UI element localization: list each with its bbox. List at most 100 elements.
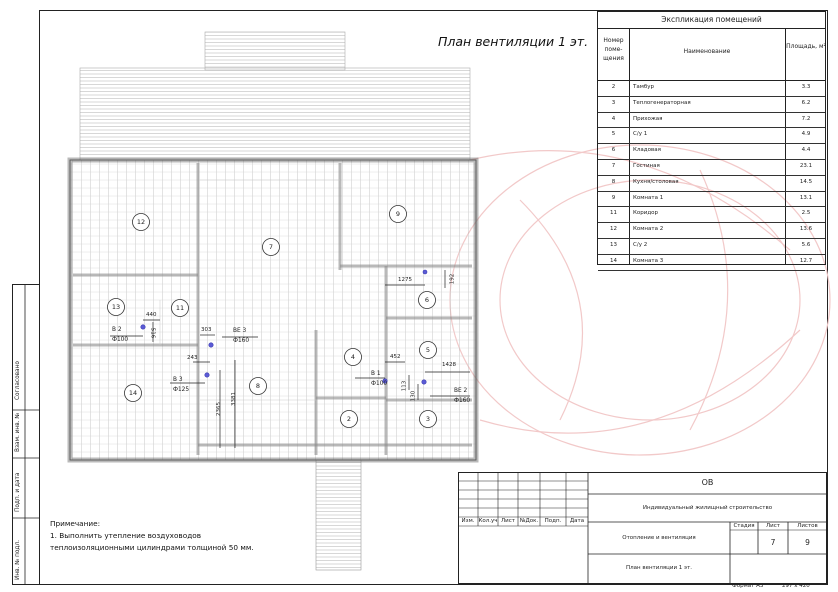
sheet-name: План вентиляции 1 эт. — [625, 565, 693, 571]
duct-label: В 2 — [112, 327, 122, 333]
explication-cell-name: Кладовая — [633, 147, 661, 154]
explication-cell-area: 13.1 — [799, 194, 813, 201]
sheet-label: Лист — [766, 523, 780, 529]
dimension-label: 440 — [146, 312, 157, 318]
dimension-label: 516 — [149, 327, 156, 339]
room-marker-label: 8 — [256, 382, 260, 390]
explication-cell-name: Кухня/столовая — [633, 178, 679, 185]
header-area: Площадь, м² — [786, 43, 826, 50]
room-marker-circle — [418, 291, 436, 309]
explication-cell-num: 3 — [611, 99, 616, 106]
notes-heading: Примечание: — [50, 519, 101, 528]
room-marker-circle — [249, 377, 267, 395]
duct-diameter: Ф125 — [173, 387, 190, 393]
room-marker-circle — [340, 410, 358, 428]
stage-label: Стадия — [733, 523, 755, 529]
explication-cell-name: С/у 1 — [633, 131, 648, 138]
explication-cell-area: 2.5 — [801, 210, 811, 217]
explication-cell-area: 6.2 — [801, 99, 811, 106]
room-marker-circle — [262, 238, 280, 256]
duct-label: ВЕ 2 — [454, 388, 468, 394]
room-marker-label: 3 — [426, 415, 430, 423]
room-marker-label: 2 — [347, 415, 351, 423]
room-marker-label: 9 — [396, 210, 400, 218]
explication-header: Номер поме- щения Наименование Площадь, … — [598, 28, 826, 81]
top-porch — [204, 31, 346, 71]
explication-cell-name: С/у 2 — [633, 242, 648, 248]
duct-label: В 3 — [173, 377, 183, 383]
room-marker-circle — [124, 384, 142, 402]
explication-cell-num: 8 — [611, 178, 616, 185]
duct-diameter: Ф100 — [112, 337, 129, 343]
dimension-label: 3381 — [231, 392, 237, 406]
room-marker-circle — [132, 213, 150, 231]
col-podp: Подп. — [544, 518, 562, 524]
explication-cell-name: Комната 3 — [633, 257, 664, 264]
notes-line-2: теплоизоляционными цилиндрами толщиной 5… — [50, 543, 254, 552]
header-num: Номер поме- щения — [603, 37, 624, 62]
duct-points — [140, 269, 428, 385]
explication-cell-num: 5 — [611, 131, 616, 138]
explication-cell-name: Гостиная — [633, 163, 660, 169]
explication-row: 11 Коридор 2.5 — [598, 206, 825, 224]
explication-cell-area: 4.9 — [801, 131, 811, 138]
room-marker-label: 4 — [351, 353, 355, 361]
dimension-label: 452 — [390, 354, 401, 360]
explication-row: 2 Тамбур 3.3 — [598, 80, 825, 97]
building-floor — [69, 159, 477, 461]
room-marker-circle — [171, 299, 189, 317]
room-marker-label: 6 — [425, 296, 429, 304]
watermark — [449, 144, 831, 456]
explication-cell-num: 6 — [611, 147, 616, 154]
notes-line-1: 1. Выполнить утепление воздуховодов — [50, 531, 202, 540]
explication-title: Экспликация помещений — [598, 12, 825, 29]
explication-table: Экспликация помещений Номер поме- щения … — [597, 11, 826, 271]
dimension-label: 192 — [449, 273, 456, 285]
page-title: План вентиляции 1 эт. — [438, 34, 589, 49]
dimension-label: 243 — [187, 355, 198, 361]
col-date: Дата — [569, 518, 585, 524]
side-label-inv: Инв. № подл. — [15, 540, 21, 580]
col-list: Лист — [501, 518, 515, 524]
explication-cell-name: Комната 1 — [633, 194, 664, 201]
explication-row: 9 Комната 1 13.1 — [598, 191, 825, 208]
room-marker-circle — [389, 205, 407, 223]
duct-diameter: Ф160 — [233, 338, 250, 344]
side-stamp — [12, 284, 40, 585]
dimension-label: 1428 — [442, 362, 456, 368]
explication-cell-num: 11 — [610, 210, 617, 217]
dimension-label: 130 — [410, 390, 417, 402]
explication-cell-area: 7.2 — [801, 115, 811, 122]
section-name: Отопление и вентиляция — [622, 535, 696, 541]
explication-row: 5 С/у 1 4.9 — [598, 127, 825, 145]
explication-cell-name: Коридор — [633, 210, 658, 217]
room-marker-circle — [107, 298, 125, 316]
room-marker-circle — [344, 348, 362, 366]
explication-cell-num: 7 — [611, 163, 616, 169]
notes: Примечание: 1. Выполнить утепление возду… — [50, 518, 254, 554]
interior-walls — [73, 163, 472, 455]
explication-cell-name: Комната 2 — [633, 226, 664, 233]
explication-cell-name: Тамбур — [633, 84, 655, 90]
explication-cell-num: 9 — [611, 194, 616, 201]
duct-label: В 1 — [371, 371, 381, 377]
room-marker-circle — [419, 410, 437, 428]
explication-cell-name: Теплогенераторная — [633, 99, 691, 106]
col-doc: №Док. — [519, 518, 539, 524]
room-marker-label: 12 — [137, 218, 145, 226]
explication-cell-area: 3.3 — [801, 84, 811, 90]
room-marker-circle — [419, 341, 437, 359]
dimension-label: 303 — [201, 327, 212, 333]
dimension-label: 1275 — [398, 277, 412, 283]
format-label: Формат А3 — [732, 583, 764, 589]
duct-label: ВЕ 3 — [233, 328, 247, 334]
room-marker-label: 7 — [269, 243, 273, 251]
sheets-total: 9 — [805, 538, 810, 547]
explication-cell-num: 2 — [611, 84, 616, 90]
